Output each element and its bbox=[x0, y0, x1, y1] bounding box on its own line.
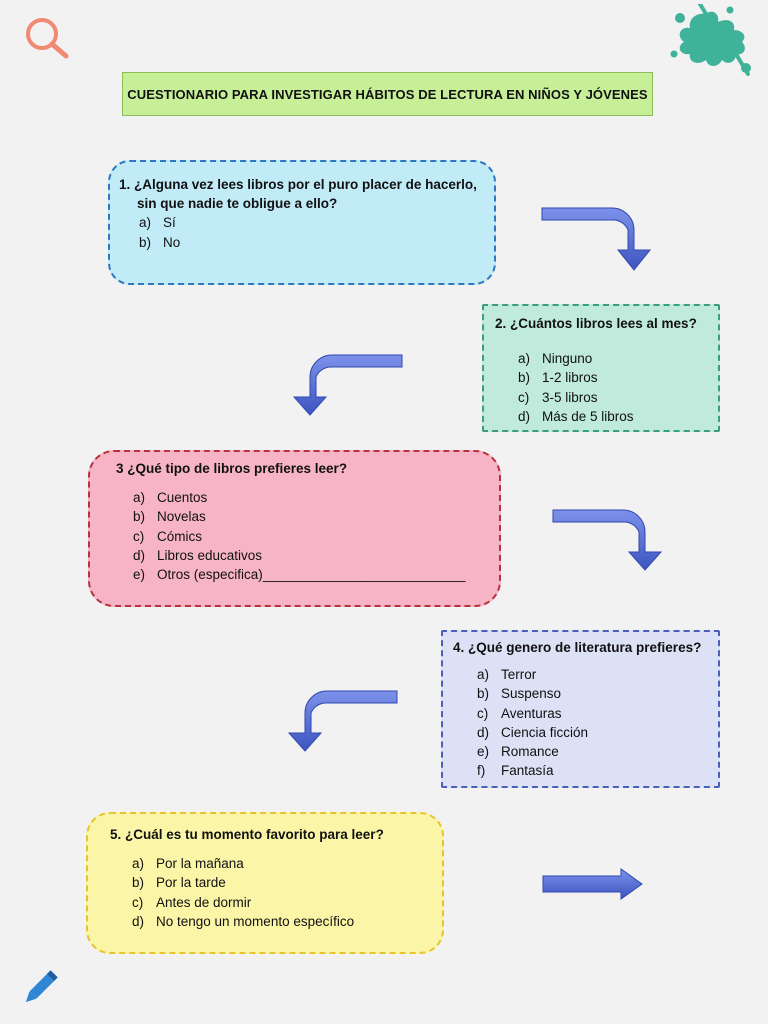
question-4-options: a)Terror b)Suspenso c)Aventuras d)Cienci… bbox=[453, 665, 708, 780]
question-4-title: 4. ¿Qué genero de literatura prefieres? bbox=[453, 640, 702, 655]
question-5-options: a)Por la mañana b)Por la tarde c)Antes d… bbox=[110, 854, 432, 931]
option-item[interactable]: c)Cómics bbox=[133, 528, 203, 544]
option-item[interactable]: d)Más de 5 libros bbox=[518, 408, 634, 424]
option-item[interactable]: d)No tengo un momento específico bbox=[132, 913, 355, 929]
question-2-box: 2. ¿Cuántos libros lees al mes? a)Ningun… bbox=[482, 304, 720, 432]
option-item[interactable]: e)Otros (especifica)____________________… bbox=[133, 567, 466, 583]
option-item[interactable]: a)Por la mañana bbox=[132, 856, 244, 872]
arrow-left-down-icon bbox=[287, 690, 398, 752]
option-item[interactable]: e)Romance bbox=[477, 744, 559, 760]
option-item[interactable]: d)Libros educativos bbox=[133, 547, 263, 563]
option-item[interactable]: b)Novelas bbox=[133, 509, 206, 525]
question-2-options: a)Ninguno b)1-2 libros c)3-5 libros d)Má… bbox=[495, 349, 708, 426]
question-3-options: a)Cuentos b)Novelas c)Cómics d)Libros ed… bbox=[116, 488, 489, 584]
arrow-right-down-icon bbox=[541, 207, 652, 271]
option-item[interactable]: a)Terror bbox=[477, 667, 537, 683]
pencil-icon bbox=[25, 970, 58, 1003]
option-item[interactable]: b)Por la tarde bbox=[132, 875, 226, 891]
question-5-title: 5. ¿Cuál es tu momento favorito para lee… bbox=[110, 827, 384, 842]
option-item[interactable]: a)Cuentos bbox=[133, 490, 208, 506]
option-item[interactable]: b)No bbox=[139, 234, 181, 250]
option-item[interactable]: c)3-5 libros bbox=[518, 389, 598, 405]
option-item[interactable]: b)Suspenso bbox=[477, 686, 562, 702]
arrow-right-down-icon bbox=[552, 509, 663, 571]
paint-splat-icon bbox=[670, 4, 751, 76]
page-title: CUESTIONARIO PARA INVESTIGAR HÁBITOS DE … bbox=[122, 72, 653, 116]
question-5-box: 5. ¿Cuál es tu momento favorito para lee… bbox=[86, 812, 444, 954]
question-1-title-cont: sin que nadie te obligue a ello? bbox=[137, 196, 338, 212]
question-3-title: 3 ¿Qué tipo de libros prefieres leer? bbox=[116, 461, 348, 476]
question-1-title: 1. ¿Alguna vez lees libros por el puro p… bbox=[119, 177, 477, 192]
arrow-right-icon bbox=[542, 868, 643, 900]
question-2-title: 2. ¿Cuántos libros lees al mes? bbox=[495, 316, 697, 331]
magnifier-icon bbox=[26, 18, 69, 59]
option-item[interactable]: a)Sí bbox=[139, 215, 176, 231]
option-item[interactable]: a)Ninguno bbox=[518, 351, 593, 367]
arrow-left-down-icon bbox=[292, 354, 403, 416]
option-item[interactable]: b)1-2 libros bbox=[518, 370, 598, 386]
option-item[interactable]: d)Ciencia ficción bbox=[477, 724, 589, 740]
question-1-options: a)Sí b)No bbox=[119, 213, 484, 251]
option-item[interactable]: c)Antes de dormir bbox=[132, 894, 252, 910]
option-item[interactable]: c)Aventuras bbox=[477, 705, 562, 721]
question-1-box: 1. ¿Alguna vez lees libros por el puro p… bbox=[108, 160, 496, 285]
question-4-box: 4. ¿Qué genero de literatura prefieres? … bbox=[441, 630, 720, 788]
question-3-box: 3 ¿Qué tipo de libros prefieres leer? a)… bbox=[88, 450, 501, 607]
option-item[interactable]: f)Fantasía bbox=[477, 763, 554, 779]
